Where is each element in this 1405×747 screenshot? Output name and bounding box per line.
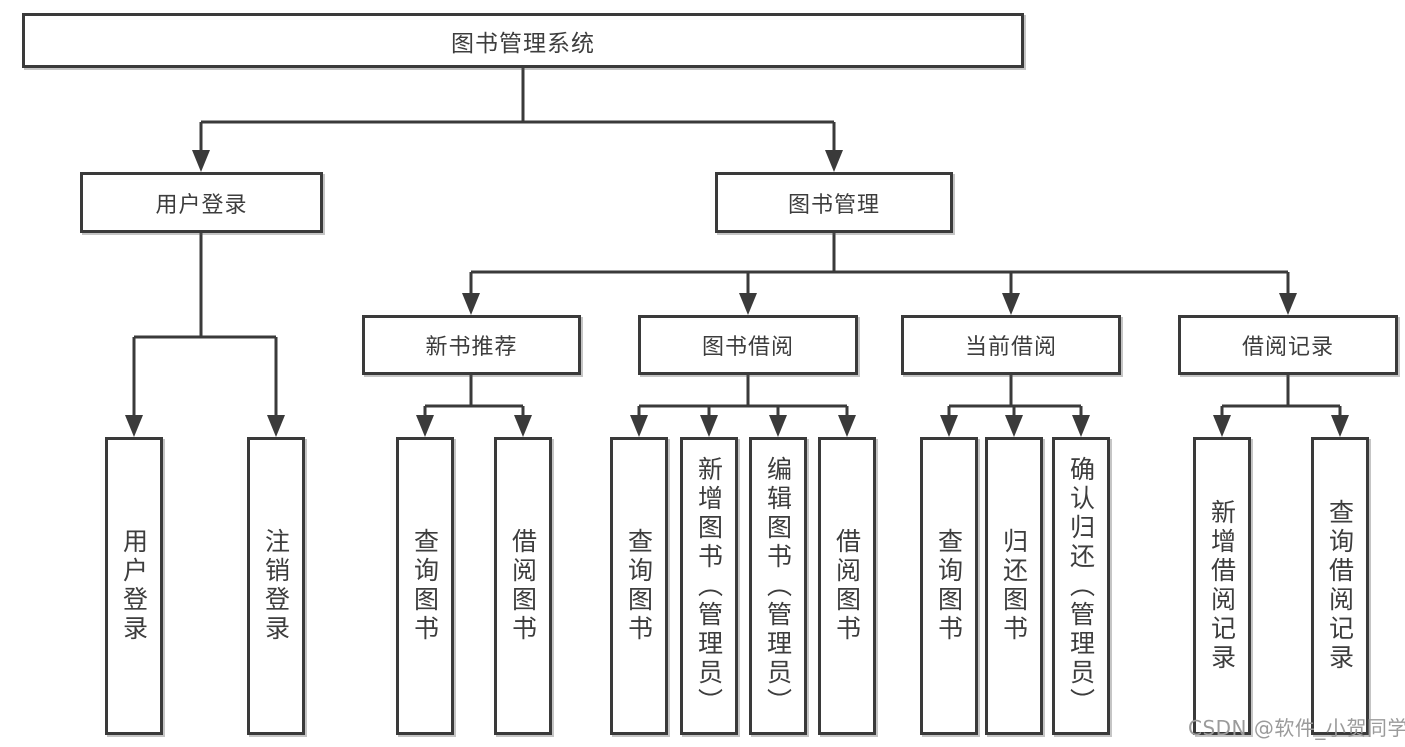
node-book-borrowing: 图书借阅 — [638, 315, 858, 375]
connector-borrowing-split — [630, 375, 856, 437]
leaf-borrow-add-books-admin-label: 新增图书（管理员） — [694, 455, 724, 717]
leaf-records-query-record: 查询借阅记录 — [1311, 437, 1369, 735]
leaf-borrow-query-books: 查询图书 — [610, 437, 668, 735]
node-library-management-system: 图书管理系统 — [22, 13, 1024, 68]
connector-recommendation-split — [416, 375, 532, 437]
leaf-records-add-record-label: 新增借阅记录 — [1207, 499, 1237, 673]
connector-current-split — [940, 375, 1090, 437]
node-current-borrowing: 当前借阅 — [901, 315, 1121, 375]
leaf-borrow-edit-books-admin-label: 编辑图书（管理员） — [763, 455, 793, 717]
node-borrowing-records-label: 借阅记录 — [1241, 335, 1334, 360]
leaf-current-confirm-return-admin: 确认归还（管理员） — [1052, 437, 1110, 735]
connector-book-management-split — [462, 233, 1297, 315]
node-book-management: 图书管理 — [715, 172, 953, 233]
leaf-current-return-books-label: 归还图书 — [999, 528, 1029, 644]
connector-user-login-split — [125, 233, 285, 437]
node-new-book-recommendation-label: 新书推荐 — [425, 335, 518, 360]
leaf-current-query-books-label: 查询图书 — [934, 528, 964, 644]
node-book-management-label: 图书管理 — [787, 192, 880, 218]
connector-root-split — [192, 68, 843, 172]
leaf-current-confirm-return-admin-label: 确认归还（管理员） — [1066, 455, 1096, 717]
node-library-management-system-label: 图书管理系统 — [451, 30, 595, 57]
leaf-current-return-books: 归还图书 — [985, 437, 1043, 735]
node-user-login-label: 用户登录 — [155, 192, 248, 218]
connector-records-split — [1213, 375, 1349, 437]
node-user-login: 用户登录 — [80, 172, 323, 233]
node-book-borrowing-label: 图书借阅 — [701, 335, 794, 360]
node-new-book-recommendation: 新书推荐 — [362, 315, 581, 375]
leaf-logout: 注销登录 — [247, 437, 305, 735]
leaf-records-query-record-label: 查询借阅记录 — [1325, 499, 1355, 673]
leaf-rec-query-books: 查询图书 — [396, 437, 454, 735]
leaf-borrow-edit-books-admin: 编辑图书（管理员） — [749, 437, 807, 735]
leaf-current-query-books: 查询图书 — [920, 437, 978, 735]
leaf-user-login: 用户登录 — [105, 437, 163, 735]
leaf-user-login-label: 用户登录 — [119, 528, 149, 644]
leaf-rec-query-books-label: 查询图书 — [410, 528, 440, 644]
leaf-borrow-add-books-admin: 新增图书（管理员） — [680, 437, 738, 735]
csdn-watermark: CSDN @软件_小贺同学 — [1188, 716, 1405, 740]
leaf-rec-borrow-books-label: 借阅图书 — [508, 528, 538, 644]
leaf-records-add-record: 新增借阅记录 — [1193, 437, 1251, 735]
leaf-logout-label: 注销登录 — [261, 528, 291, 644]
node-current-borrowing-label: 当前借阅 — [964, 335, 1057, 360]
leaf-borrow-borrow-books: 借阅图书 — [818, 437, 876, 735]
leaf-rec-borrow-books: 借阅图书 — [494, 437, 552, 735]
node-borrowing-records: 借阅记录 — [1178, 315, 1398, 375]
leaf-borrow-query-books-label: 查询图书 — [624, 528, 654, 644]
leaf-borrow-borrow-books-label: 借阅图书 — [832, 528, 862, 644]
